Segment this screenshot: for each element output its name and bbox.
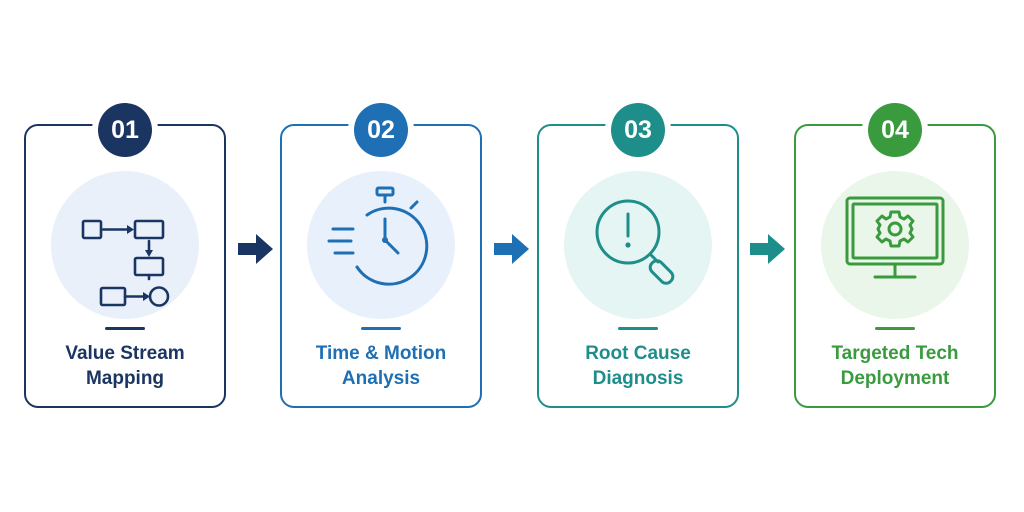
step-card-targeted-tech-deployment: 04 Targeted Tech Deployment (794, 103, 996, 408)
flowchart-icon (81, 219, 170, 307)
icon-background-circle (51, 171, 199, 319)
step-title: Time & Motion Analysis (290, 341, 472, 391)
step-number-badge: 02 (354, 103, 408, 157)
connector-arrow-2 (494, 233, 530, 265)
divider-line (105, 327, 145, 330)
connector-arrow-1 (238, 233, 274, 265)
step-title-line-1: Root Cause (585, 343, 691, 364)
step-card-root-cause-diagnosis: 03 Root Cause Diagnosis (537, 103, 739, 408)
step-title-line-2: Mapping (85, 368, 165, 389)
step-title: Value Stream Mapping (34, 341, 216, 391)
step-card-time-motion-analysis: 02 Time & Motion Analysis (280, 103, 482, 408)
icon-background-circle (821, 171, 969, 319)
step-title-line-1: Targeted Tech (831, 343, 959, 364)
step-number-badge: 04 (868, 103, 922, 157)
magnifier-alert-icon (595, 199, 675, 285)
stopwatch-icon (327, 186, 429, 286)
step-title: Root Cause Diagnosis (547, 341, 729, 391)
step-card-value-stream-mapping: 01 Value Stream Mapping (24, 103, 226, 408)
step-title: Targeted Tech Deployment (804, 341, 986, 391)
step-number-badge: 01 (98, 103, 152, 157)
arrow-right-icon (238, 234, 273, 264)
step-number-badge: 03 (611, 103, 665, 157)
monitor-gear-icon (845, 196, 945, 279)
icon-background-circle (564, 171, 712, 319)
arrow-right-icon (750, 234, 785, 264)
divider-line (361, 327, 401, 330)
divider-line (618, 327, 658, 330)
icon-background-circle (307, 171, 455, 319)
step-title-line-2: Diagnosis (592, 368, 684, 389)
divider-line (875, 327, 915, 330)
step-title-line-2: Analysis (341, 368, 421, 389)
step-title-line-1: Value Stream (65, 343, 185, 364)
connector-arrow-3 (750, 233, 786, 265)
arrow-right-icon (494, 234, 529, 264)
step-title-line-1: Time & Motion (315, 343, 447, 364)
step-title-line-2: Deployment (840, 368, 950, 389)
